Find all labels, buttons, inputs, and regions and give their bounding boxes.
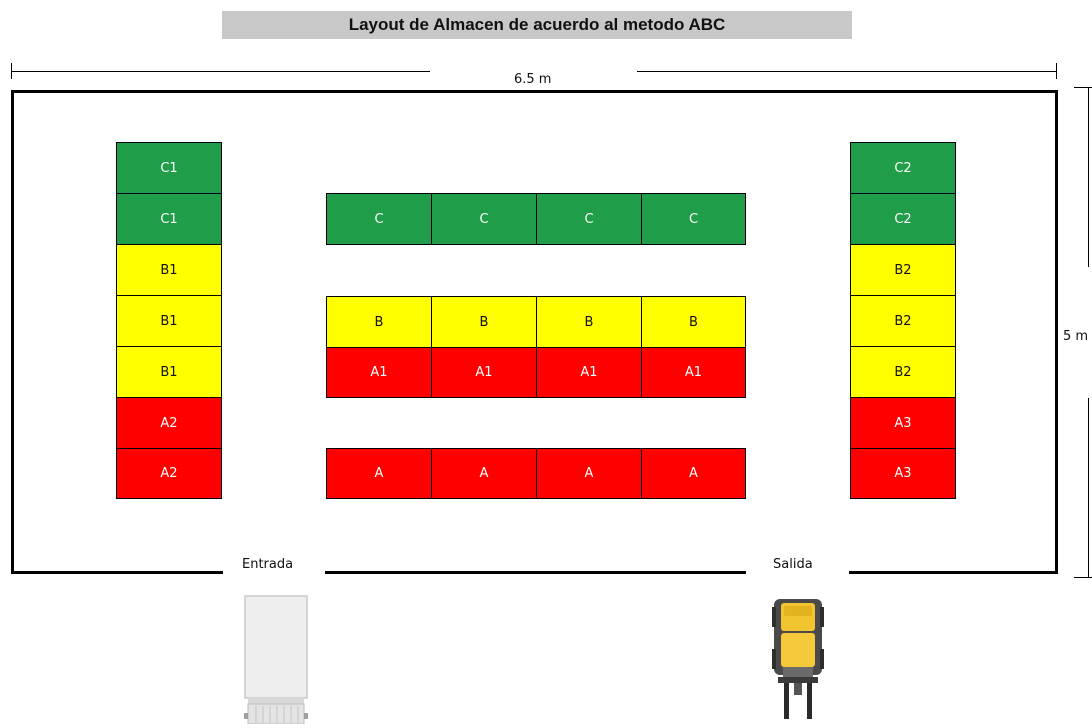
rack-cell: B2 <box>850 244 956 296</box>
rack-cell: A <box>641 448 746 499</box>
rack-cell: C <box>431 193 537 245</box>
rack-cell: B <box>536 296 642 348</box>
height-dimension-tick-bottom <box>1074 577 1092 578</box>
width-dimension-label: 6.5 m <box>514 72 552 87</box>
rack-cell: A1 <box>431 347 537 398</box>
height-dimension-tick-top <box>1074 87 1092 88</box>
entrance-door <box>223 571 325 577</box>
rack-cell: B <box>326 296 432 348</box>
rack-cell: B1 <box>116 244 222 296</box>
rack-cell: C1 <box>116 193 222 245</box>
width-dimension-line-left <box>11 71 430 72</box>
rack-cell: A <box>536 448 642 499</box>
rack-cell: A2 <box>116 448 222 499</box>
rack-cell: B2 <box>850 295 956 347</box>
rack-cell: A <box>431 448 537 499</box>
rack-cell: C <box>326 193 432 245</box>
rack-cell: C1 <box>116 142 222 194</box>
center-rack-row-a1: A1 A1 A1 A1 <box>326 347 746 398</box>
rack-cell: A1 <box>641 347 746 398</box>
rack-cell: C <box>641 193 746 245</box>
exit-label: Salida <box>773 557 813 572</box>
center-rack-row-c: C C C C <box>326 193 746 245</box>
height-dimension-line-top <box>1088 87 1089 267</box>
page-title: Layout de Almacen de acuerdo al metodo A… <box>222 11 852 39</box>
exit-door <box>746 571 849 577</box>
rack-cell: A2 <box>116 397 222 449</box>
truck-icon <box>244 595 308 728</box>
rack-cell: A3 <box>850 448 956 499</box>
rack-cell: B <box>431 296 537 348</box>
rack-cell: B1 <box>116 346 222 398</box>
entrance-label: Entrada <box>242 557 294 572</box>
rack-cell: B2 <box>850 346 956 398</box>
height-dimension-label: 5 m <box>1063 329 1089 344</box>
center-rack-row-a: A A A A <box>326 448 746 499</box>
rack-cell: C2 <box>850 142 956 194</box>
width-dimension-tick-right <box>1056 63 1057 79</box>
right-rack: C2 C2 B2 B2 B2 A3 A3 <box>850 142 956 499</box>
height-dimension-line-bottom <box>1088 398 1089 578</box>
rack-cell: C2 <box>850 193 956 245</box>
left-rack: C1 C1 B1 B1 B1 A2 A2 <box>116 142 222 499</box>
rack-cell: B1 <box>116 295 222 347</box>
center-rack-row-b: B B B B <box>326 296 746 348</box>
width-dimension-line-right <box>637 71 1057 72</box>
rack-cell: A <box>326 448 432 499</box>
rack-cell: A1 <box>326 347 432 398</box>
rack-cell: A1 <box>536 347 642 398</box>
forklift-icon <box>772 599 824 725</box>
rack-cell: A3 <box>850 397 956 449</box>
rack-cell: B <box>641 296 746 348</box>
rack-cell: C <box>536 193 642 245</box>
